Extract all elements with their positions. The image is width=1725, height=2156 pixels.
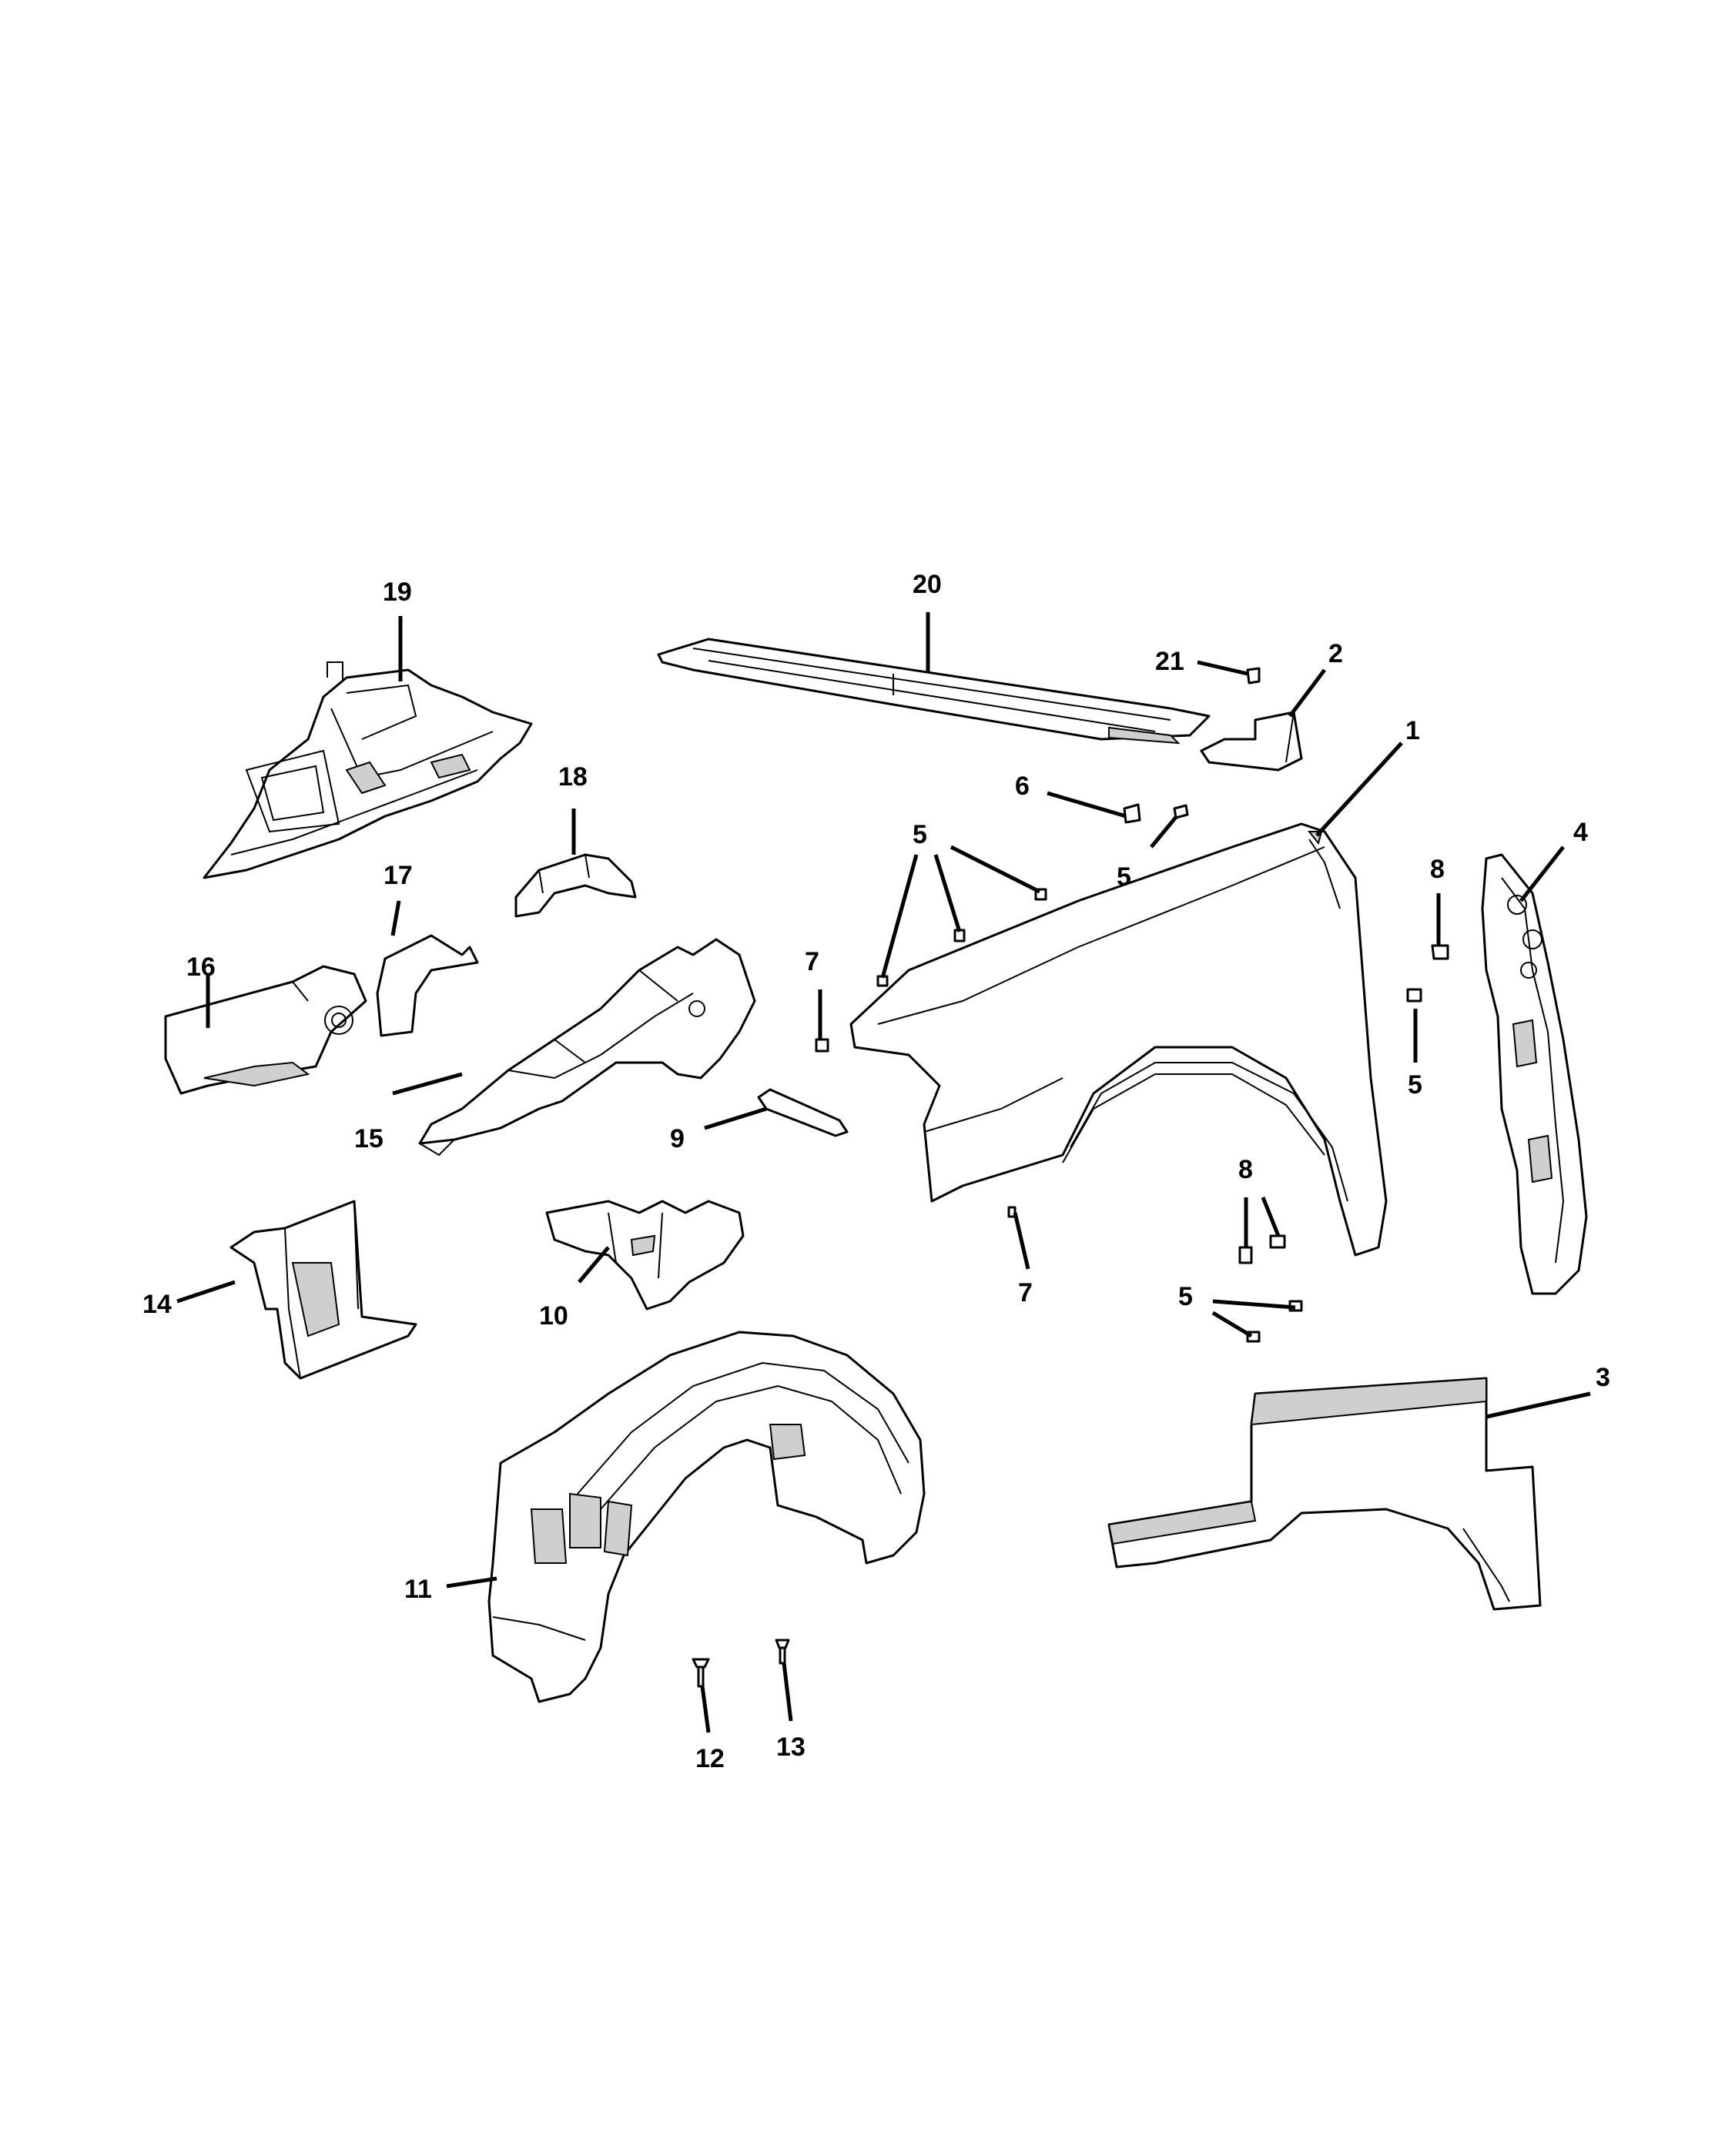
part-6-clip bbox=[1123, 803, 1141, 824]
part-11-wheelhouse-liner bbox=[487, 1331, 926, 1703]
callout-5-right: 5 bbox=[1408, 1070, 1422, 1100]
callout-18: 18 bbox=[558, 762, 588, 792]
part-8-clip-upper bbox=[1431, 944, 1449, 960]
callout-15: 15 bbox=[354, 1124, 384, 1153]
part-13-push-pin bbox=[775, 1639, 790, 1665]
callout-8-lower: 8 bbox=[1238, 1155, 1253, 1184]
callout-3: 3 bbox=[1596, 1363, 1610, 1392]
callout-21: 21 bbox=[1155, 647, 1184, 676]
part-3-foam-insulator bbox=[1107, 1377, 1542, 1611]
part-8-clip-lower bbox=[1238, 1234, 1286, 1264]
callout-10: 10 bbox=[539, 1301, 568, 1331]
part-15-lower-rail bbox=[418, 938, 756, 1157]
part-21-bolt bbox=[1246, 667, 1261, 685]
callout-5-lower: 5 bbox=[1178, 1282, 1193, 1311]
leader-lines bbox=[176, 612, 1591, 1733]
callout-14: 14 bbox=[142, 1290, 172, 1319]
callout-19: 19 bbox=[383, 578, 412, 607]
part-17-bracket bbox=[376, 934, 479, 1037]
callout-9: 9 bbox=[670, 1124, 685, 1153]
part-7-screw-left bbox=[815, 1038, 829, 1053]
callout-6: 6 bbox=[1015, 772, 1030, 801]
part-19-apron-assembly bbox=[203, 661, 533, 879]
callout-20: 20 bbox=[913, 570, 942, 599]
callout-11: 11 bbox=[404, 1575, 432, 1604]
callout-7-lower: 7 bbox=[1018, 1278, 1033, 1307]
callout-5-top: 5 bbox=[1117, 862, 1131, 892]
callout-12: 12 bbox=[695, 1744, 725, 1773]
part-16-reinforcement-plate bbox=[164, 965, 367, 1095]
part-4-support-rail bbox=[1481, 853, 1588, 1295]
part-10-mount-bracket bbox=[545, 1200, 745, 1311]
part-1-fender bbox=[849, 822, 1388, 1257]
callout-1: 1 bbox=[1405, 716, 1420, 745]
callout-13: 13 bbox=[776, 1732, 806, 1762]
part-5-screw-top bbox=[1173, 804, 1189, 819]
part-18-bracket bbox=[514, 853, 637, 918]
callout-17: 17 bbox=[384, 861, 413, 890]
callout-4: 4 bbox=[1573, 818, 1588, 847]
part-2-bracket bbox=[1200, 711, 1303, 772]
part-5-screw-right bbox=[1406, 988, 1422, 1003]
part-12-push-pin bbox=[692, 1658, 710, 1688]
callout-8-upper: 8 bbox=[1430, 855, 1445, 884]
part-14-splash-shield bbox=[229, 1200, 417, 1380]
part-9-rod bbox=[757, 1088, 849, 1137]
part-5-screw-lower bbox=[1246, 1300, 1303, 1343]
part-20-rail-bar bbox=[657, 638, 1211, 745]
callout-7-left: 7 bbox=[805, 947, 819, 976]
callout-2: 2 bbox=[1328, 639, 1343, 668]
callout-5-center: 5 bbox=[913, 820, 927, 849]
callout-16: 16 bbox=[186, 952, 216, 982]
callout-labels: 19 20 21 2 1 6 5 5 18 17 16 4 8 5 7 15 9… bbox=[142, 570, 1610, 1773]
